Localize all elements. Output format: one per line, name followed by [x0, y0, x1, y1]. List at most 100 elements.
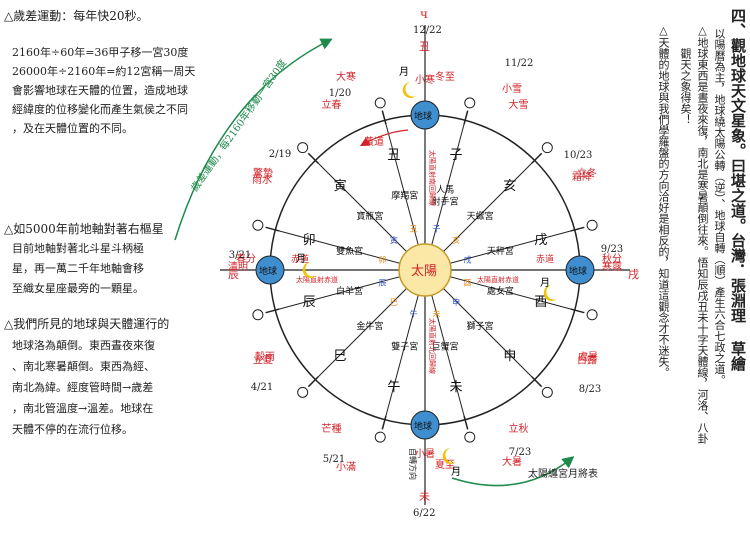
precession-line-3: 會影響地球在天體的位置，造成地球 [12, 84, 188, 97]
solar-term-0: 大雪 [509, 98, 529, 111]
svg-text:月: 月 [540, 277, 550, 289]
house-1: 摩羯宮 [391, 190, 418, 202]
outer-term-4: 小滿 [336, 460, 356, 473]
branch-2: 寅 [334, 178, 347, 194]
branch-0: 子 [450, 148, 463, 163]
solar-term-1: 小寒 [415, 73, 435, 86]
house-8: 獅子宮 [467, 320, 494, 332]
sun-calendar-arrow [451, 456, 575, 487]
wheel-labels: 子人馬射手宮子丑摩羯宮丑寅寶瓶宮寅卯雙魚宮卯辰白羊宮辰巳金牛宮巳午雙子宮午未巨蟹… [228, 58, 623, 473]
svg-text:月: 月 [296, 253, 306, 265]
inversion-line-1: 地球洛為顛倒。東西晝夜來復 [12, 339, 155, 352]
major-winter: 冬至 [435, 70, 455, 83]
earth-right: 地球 [565, 255, 595, 285]
branch-11: 亥 [503, 179, 516, 194]
spoke-tick [265, 308, 280, 314]
house-10: 天秤宮 [487, 245, 514, 257]
pole-star-title: △如5000年前地軸對著右樞星 [4, 222, 164, 236]
date-9-23: 9/23 [601, 244, 623, 255]
precession-arrow [174, 38, 333, 241]
precession-arrow-label: 歲差運動，每2160年移動一宮30度 [188, 57, 289, 194]
right-text-col-3: 觀天之象得矣！ [679, 48, 692, 125]
inner-branch-5: 巳 [390, 298, 398, 307]
sun-ray-0: 太陽直射南回歸線 [428, 150, 437, 206]
house-6: 雙子宮 [391, 340, 418, 352]
spoke-tick [307, 152, 319, 164]
rotation-direction-label: 自轉方向 [408, 448, 418, 480]
spoke-tick [381, 110, 387, 125]
inversion-line-2: 、南北寒暑顛倒。東西為經、 [12, 360, 155, 373]
house-4: 白羊宮 [336, 285, 363, 297]
spoke-tick [570, 308, 585, 314]
inversion-line-5: 天體不停的在流行位移。 [12, 423, 133, 436]
outer-term-1: 大寒 [336, 70, 356, 83]
earth-left: 地球 [255, 255, 285, 285]
house-7: 巨蟹宮 [432, 340, 459, 352]
svg-text:月: 月 [399, 66, 409, 78]
moon-right-icon: 月 [540, 277, 557, 301]
term-date-4: 5/21 [323, 454, 345, 465]
term-marker [252, 219, 264, 231]
solar-term-4: 清明 [228, 260, 248, 273]
precession-line-2: 26000年÷2160年=約12宮稱一周天 [12, 65, 196, 78]
term-marker [464, 97, 476, 109]
term-marker [586, 309, 598, 321]
term-marker [541, 142, 553, 154]
svg-text:地球: 地球 [414, 420, 432, 432]
inner-branch-4: 辰 [378, 278, 386, 287]
precession-title: △歲差運動：每年快20秒。 [4, 9, 149, 23]
date-6-22: 6/22 [413, 508, 435, 519]
sun-ray-1: 太陽直射赤道 [296, 275, 338, 284]
term-date-6: 8/23 [579, 384, 601, 395]
term-marker [252, 309, 264, 321]
inner-branch-9: 酉 [464, 278, 472, 287]
inversion-title: △我們所見的地球與天體運行的 [4, 317, 170, 331]
svg-text:地球: 地球 [569, 265, 587, 277]
moon-left-icon: 月 [296, 253, 316, 278]
date-12-22: 12/22 [413, 25, 442, 36]
branch-3: 卯 [303, 233, 316, 248]
outer-term-0: 小雪 [502, 83, 522, 95]
solar-term-7: 小暑 [415, 448, 435, 460]
inversion-line-3: 南北為緯。經度管時間→歲差 [12, 381, 154, 394]
house-5: 金牛宮 [356, 320, 383, 332]
term-date-5: 7/23 [509, 447, 531, 458]
precession-line-4: 經緯度的位移變化而產生氣侯之不同 [12, 103, 188, 116]
main-title: 四、觀地球天文星象。曰堪之道。台灣．張淵理 草繪 [729, 8, 747, 371]
axis-label-top-glyph: ч [420, 7, 428, 21]
term-date-7: 10/23 [564, 150, 593, 161]
house-2: 寶瓶宮 [356, 210, 383, 222]
solar-term-9: 白露 [577, 354, 597, 367]
pole-star-line-1: 目前地軸對著北斗星斗柄極 [12, 242, 144, 255]
earth-bottom: 地球 [410, 410, 440, 440]
inner-branch-11: 亥 [452, 235, 460, 245]
axis-label-chou: 丑 [419, 40, 430, 53]
inner-branch-6: 午 [410, 309, 418, 319]
term-date-2: 2/19 [269, 149, 291, 160]
spoke-tick [307, 376, 319, 388]
spoke-tick [531, 152, 543, 164]
house-3: 雙魚宮 [336, 245, 363, 257]
moon-bottom-icon: 月 [442, 448, 461, 478]
term-date-0: 11/22 [505, 58, 534, 69]
spoke-tick [463, 110, 469, 125]
branch-6: 午 [387, 380, 400, 395]
solar-term-5: 立夏 [253, 354, 273, 367]
branch-5: 巳 [334, 349, 347, 364]
term-marker [374, 431, 386, 443]
equator-label-0: 赤道 [291, 253, 309, 265]
term-date-3: 4/21 [251, 382, 273, 393]
outer-term-3: 穀雨 [255, 350, 275, 363]
right-text-col-4: △天體的地球與我們學羅盤的方向洽好是相反的，知道這觀念才不迷失。 [657, 24, 670, 378]
precession-line-5: ，及在天體位置的不同。 [12, 122, 133, 135]
axis-label-wei: 未 [419, 490, 430, 503]
equator-label-1: 赤道 [536, 253, 554, 265]
sun [398, 243, 452, 297]
solar-term-3: 驚蟄 [253, 167, 273, 180]
moon-top-icon: 月 [399, 66, 416, 98]
term-marker [464, 431, 476, 443]
spoke-tick [531, 376, 543, 388]
major-spring: 春分 [236, 253, 256, 265]
